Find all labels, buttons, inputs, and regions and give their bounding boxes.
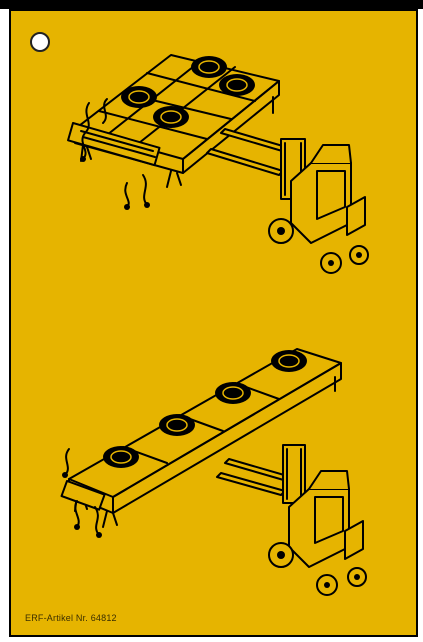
instruction-tag: ERF-Artikel Nr. 64812 (9, 9, 418, 637)
top-band (0, 0, 423, 9)
article-number: ERF-Artikel Nr. 64812 (25, 613, 117, 623)
illustration-bottom (11, 11, 416, 631)
